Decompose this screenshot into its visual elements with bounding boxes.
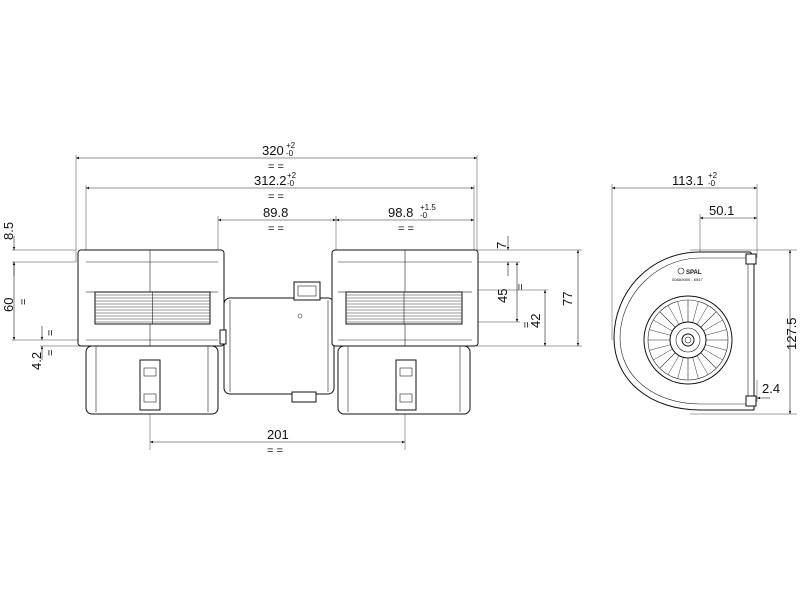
wheel-spoke bbox=[667, 355, 680, 375]
dim-77-value: 77 bbox=[560, 292, 575, 306]
dim-320-tol-lower: -0 bbox=[286, 149, 294, 158]
dim-60-equal: = bbox=[18, 299, 30, 305]
right-outlet bbox=[331, 249, 479, 347]
dimension-7: 7 bbox=[494, 236, 510, 276]
dim-113-value: 113.1 bbox=[672, 173, 704, 188]
dimension-89-8: 89.8 = = bbox=[218, 205, 336, 235]
dim-312-tol-upper: +2 bbox=[287, 171, 297, 180]
model-label: 008A9000 - 6547 bbox=[672, 277, 703, 282]
wheel-spoke bbox=[649, 344, 671, 351]
blower-side-view: SPAL 008A9000 - 6547 bbox=[613, 251, 757, 411]
dim-320-tol-upper: +2 bbox=[286, 141, 296, 150]
dim-320-equal: = = bbox=[268, 161, 284, 173]
dim-8-5-value: 8.5 bbox=[1, 222, 16, 240]
dim-113-tol-lower: -0 bbox=[708, 179, 716, 188]
dim-312-value: 312.2 bbox=[254, 173, 287, 188]
wheel-spoke bbox=[659, 311, 676, 328]
wheel-spoke bbox=[649, 329, 671, 336]
wheel-spoke bbox=[677, 357, 684, 379]
dim-4-2-value: 4.2 bbox=[29, 352, 44, 370]
blower-front-view bbox=[77, 249, 479, 415]
wheel-spoke bbox=[703, 348, 723, 361]
wheel-spoke bbox=[692, 301, 699, 323]
dim-98-value: 98.8 bbox=[388, 205, 413, 220]
dimension-127-5: 127.5 bbox=[784, 250, 799, 414]
wheel-spoke bbox=[677, 301, 684, 323]
wheel-spoke bbox=[700, 311, 717, 328]
dimension-77: 77 bbox=[560, 250, 580, 346]
dim-4-2-equal-b: = bbox=[45, 350, 57, 356]
dim-201-equal: = = bbox=[267, 445, 283, 457]
dim-98-tol-lower: -0 bbox=[420, 211, 428, 220]
left-fan-blades bbox=[95, 292, 210, 324]
wheel-spoke bbox=[705, 344, 727, 351]
dimension-42: 42 = bbox=[521, 290, 547, 346]
dim-4-2-equal-a: = bbox=[45, 330, 57, 336]
dim-320-value: 320 bbox=[262, 143, 284, 158]
left-outlet bbox=[77, 249, 225, 347]
brand-label: SPAL bbox=[686, 270, 702, 276]
dimension-201: 201 = = bbox=[150, 427, 405, 457]
dimension-320: 320 +2 -0 = = bbox=[76, 141, 477, 173]
dim-60-value: 60 bbox=[1, 298, 16, 312]
spal-logo: SPAL bbox=[677, 267, 702, 276]
dim-42-equal: = bbox=[521, 322, 533, 328]
left-scroll bbox=[85, 345, 219, 415]
wheel-spoke bbox=[653, 319, 673, 332]
dim-2-4-value: 2.4 bbox=[762, 381, 780, 396]
wheel-spoke bbox=[667, 305, 680, 325]
dim-127-value: 127.5 bbox=[784, 317, 799, 350]
dim-50-value: 50.1 bbox=[709, 203, 734, 218]
dim-312-equal: = = bbox=[268, 191, 284, 203]
wheel-spoke bbox=[700, 352, 717, 369]
wheel-spoke bbox=[703, 319, 723, 332]
wheel-spoke bbox=[692, 357, 699, 379]
motor bbox=[219, 281, 339, 403]
dim-89-equal: = = bbox=[268, 223, 284, 235]
dimension-45: 45 = bbox=[495, 262, 527, 322]
front-extension-lines bbox=[12, 155, 582, 450]
dimension-98-8: 98.8 +1.5 -0 = = bbox=[336, 203, 474, 235]
dimension-4-2: 4.2 = = bbox=[29, 326, 57, 370]
dim-201-value: 201 bbox=[267, 427, 289, 442]
dim-312-tol-lower: -0 bbox=[287, 179, 295, 188]
wheel-spoke bbox=[653, 348, 673, 361]
dim-42-value: 42 bbox=[528, 314, 543, 328]
wheel-spokes bbox=[648, 300, 728, 380]
right-scroll bbox=[337, 345, 471, 415]
right-fan-blades bbox=[346, 292, 462, 324]
dim-45-equal: = bbox=[515, 284, 527, 290]
dim-45-value: 45 bbox=[495, 289, 510, 303]
wheel-spoke bbox=[705, 329, 727, 336]
dimension-113-1: 113.1 +2 -0 bbox=[612, 171, 757, 190]
wheel-spoke bbox=[696, 305, 709, 325]
dim-98-tol-upper: +1.5 bbox=[420, 203, 436, 212]
dimension-60: 60 = bbox=[1, 262, 30, 340]
dimension-312-2: 312.2 +2 -0 = = bbox=[86, 171, 474, 203]
dim-113-tol-upper: +2 bbox=[708, 171, 718, 180]
dim-89-value: 89.8 bbox=[263, 205, 288, 220]
dim-98-equal: = = bbox=[398, 223, 414, 235]
wheel-spoke bbox=[659, 352, 676, 369]
dimension-50-1: 50.1 bbox=[700, 203, 757, 220]
dim-7-value: 7 bbox=[494, 242, 509, 249]
wheel-spoke bbox=[696, 355, 709, 375]
